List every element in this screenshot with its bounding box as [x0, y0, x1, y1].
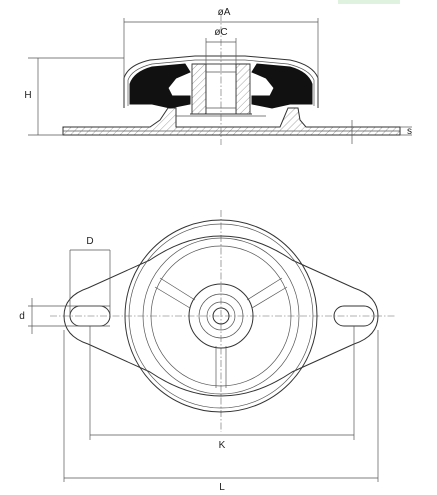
inner-sleeve-right [235, 63, 251, 115]
plan-view: D d K L [19, 210, 395, 493]
rubber-element-left [129, 63, 191, 109]
section-view: øA øC H s [24, 7, 412, 145]
center-bore-circle [212, 307, 230, 325]
outer-cover-section [123, 55, 319, 108]
hub-mid-circle [198, 293, 244, 339]
hub-outer-circle [188, 283, 254, 349]
label-dia-a: øA [218, 7, 231, 18]
label-hole-spacing: K [219, 440, 226, 451]
rubber-element-right [251, 63, 313, 109]
label-height: H [24, 90, 31, 101]
inner-sleeve-left [191, 63, 207, 115]
outer-housing-inner-circle [128, 223, 314, 409]
hub-inner-circle [206, 301, 236, 331]
base-plate-section [62, 107, 401, 136]
reinforcing-ribs [154, 277, 288, 388]
cover-circle [142, 237, 300, 395]
outer-housing-circle [124, 219, 318, 413]
cover-inner-line [127, 59, 315, 106]
cover-inner-circle [150, 245, 292, 387]
corner-accent-tab [338, 0, 400, 4]
label-hole-d: D [86, 236, 93, 247]
label-hole-small-d: d [19, 311, 25, 322]
label-thickness: s [407, 126, 412, 137]
label-length: L [219, 482, 225, 493]
label-dia-c: øC [214, 27, 227, 38]
